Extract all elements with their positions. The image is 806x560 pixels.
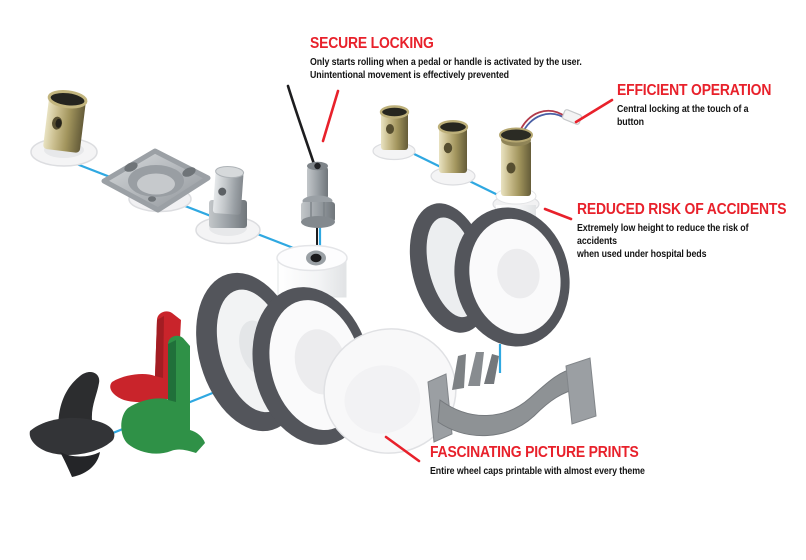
main-caster-wheel <box>196 244 457 454</box>
annotation-body: Central locking at the touch of a button <box>617 103 749 128</box>
pointer-fascinating-prints <box>384 435 421 463</box>
adapter-sleeve-electric <box>492 109 583 214</box>
annotation-title: REDUCED RISK OF ACCIDENTS <box>577 201 787 218</box>
annotation-efficient-operation: EFFICIENT OPERATION Central locking at t… <box>617 82 806 129</box>
annotation-reduced-risk: REDUCED RISK OF ACCIDENTS Extremely low … <box>577 201 806 261</box>
adapter-sleeve-1 <box>372 105 416 161</box>
pointer-secure-locking <box>321 89 340 143</box>
cable-fitting-part <box>301 161 335 228</box>
annotation-title: FASCINATING PICTURE PRINTS <box>430 444 639 461</box>
annotation-body: Extremely low height to reduce the risk … <box>577 222 749 260</box>
cable-connector <box>561 109 583 125</box>
annotation-secure-locking: SECURE LOCKING Only starts rolling when … <box>310 35 633 82</box>
adapter-sleeve-2 <box>430 119 476 186</box>
pointer-efficient-operation <box>574 98 614 124</box>
annotation-title: EFFICIENT OPERATION <box>617 82 772 99</box>
red-green-pedal-part <box>110 311 205 454</box>
annotation-body: Entire wheel caps printable with almost … <box>430 465 645 477</box>
electric-cable <box>519 110 567 132</box>
mounting-bracket-part <box>427 352 597 443</box>
low-caster-wheel <box>409 203 570 347</box>
pointer-reduced-risk <box>543 207 573 221</box>
printable-wheel-cap <box>323 328 457 454</box>
black-pedal-part <box>29 372 115 477</box>
annotation-pointer-lines <box>321 89 614 463</box>
mounting-plate-part <box>101 148 211 213</box>
brass-sleeve-part <box>30 89 98 167</box>
mounting-pin-part <box>195 165 261 245</box>
annotation-fascinating-prints: FASCINATING PICTURE PRINTS Entire wheel … <box>430 444 686 478</box>
annotation-body: Only starts rolling when a pedal or hand… <box>310 56 582 81</box>
low-caster-front-wheel <box>454 207 570 347</box>
annotation-title: SECURE LOCKING <box>310 35 434 52</box>
